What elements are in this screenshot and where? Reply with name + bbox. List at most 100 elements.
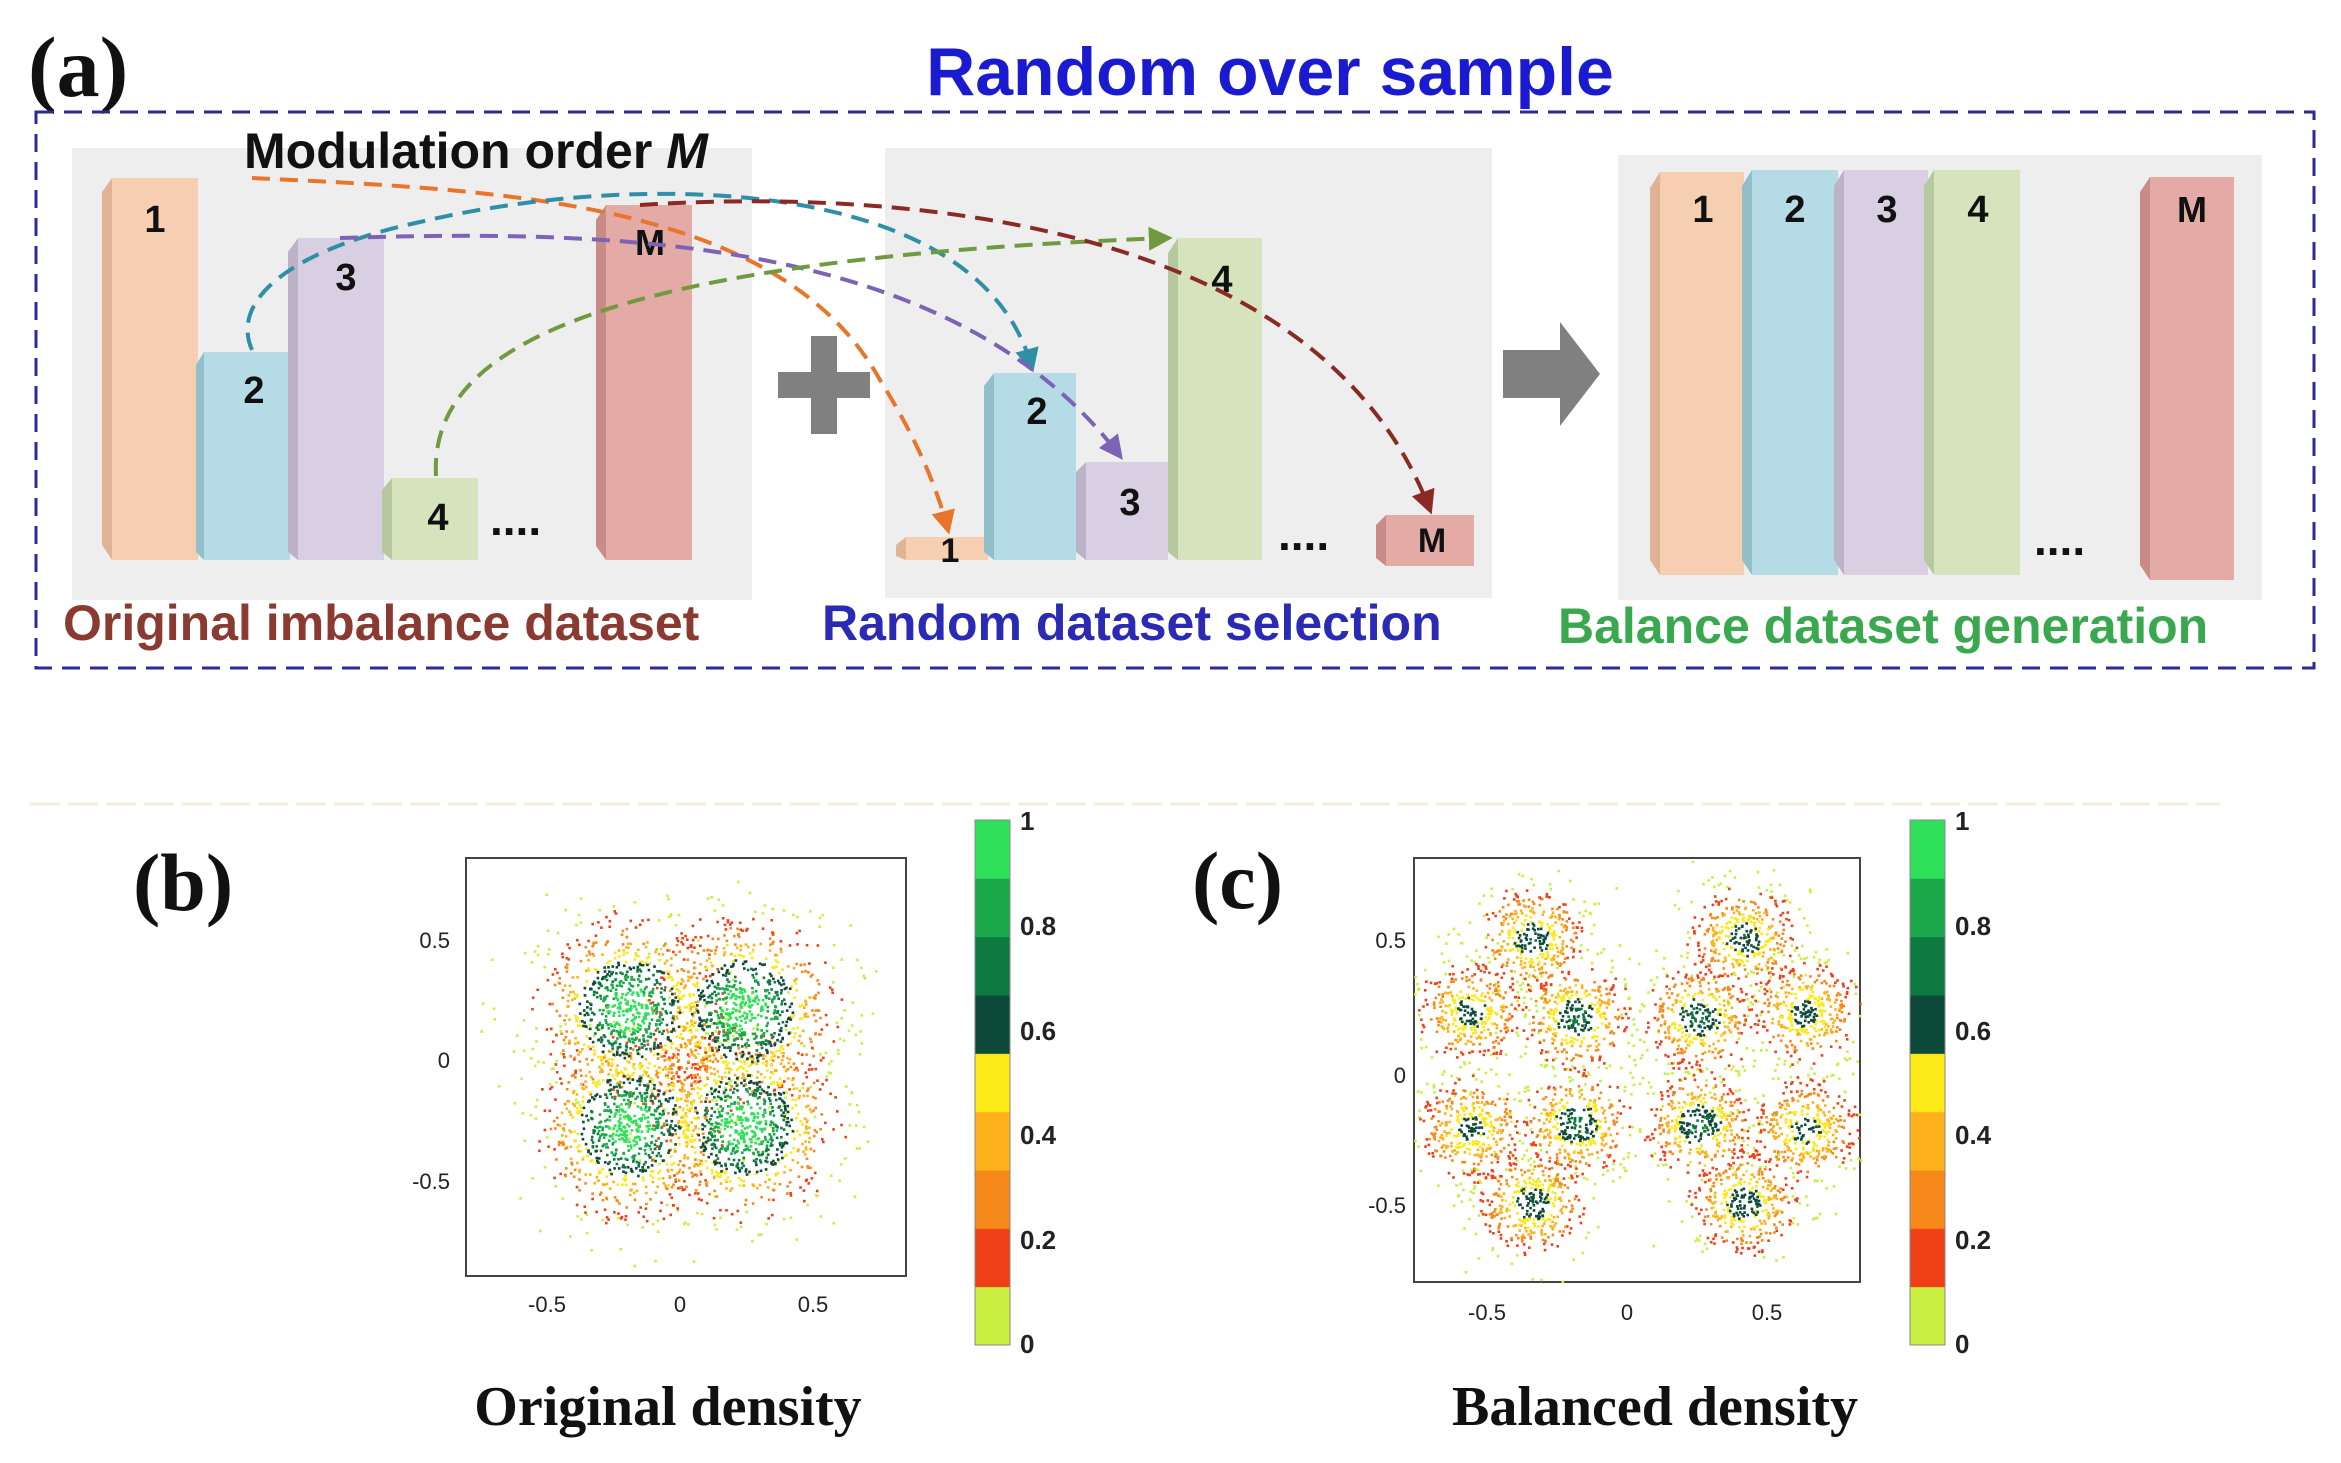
scatter-point [738, 1118, 741, 1122]
scatter-point [1805, 956, 1809, 960]
scatter-point [617, 1105, 621, 1108]
scatter-point [769, 1102, 773, 1106]
scatter-point [798, 1089, 802, 1093]
scatter-point [1785, 899, 1789, 902]
scatter-point [676, 969, 679, 973]
scatter-point [674, 1104, 677, 1107]
scatter-point [619, 1113, 622, 1117]
scatter-point [636, 1079, 639, 1083]
scatter-point [1484, 1071, 1488, 1075]
scatter-point [604, 1093, 608, 1097]
scatter-point [693, 1146, 696, 1149]
scatter-point [634, 1119, 637, 1123]
scatter-point [1630, 1093, 1633, 1096]
scatter-point [636, 1011, 639, 1014]
scatter-point [1818, 1083, 1822, 1087]
scatter-point [1416, 1090, 1420, 1093]
scatter-point [588, 1092, 591, 1095]
scatter-point [788, 1005, 792, 1009]
scatter-point [651, 1009, 654, 1012]
scatter-point [553, 1176, 556, 1180]
scatter-point [647, 1166, 650, 1169]
scatter-point [1733, 973, 1737, 977]
scatter-point [699, 1065, 702, 1069]
scatter-point [1608, 1085, 1612, 1089]
scatter-point [617, 1212, 620, 1215]
scatter-point [597, 986, 601, 990]
scatter-point [760, 1035, 763, 1038]
scatter-point [1527, 983, 1530, 987]
scatter-point [770, 1082, 773, 1085]
scatter-point [574, 1098, 578, 1101]
scatter-point [776, 1158, 780, 1161]
scatter-point [615, 1022, 618, 1026]
scatter-point [1723, 874, 1727, 878]
scatter-point [1686, 931, 1690, 934]
random-selection-label: Random dataset selection [822, 595, 1442, 651]
scatter-point [824, 1121, 827, 1125]
scatter-point [722, 1061, 725, 1064]
scatter-point [632, 966, 636, 970]
scatter-point [601, 1126, 605, 1129]
scatter-point [698, 1138, 701, 1142]
scatter-point [725, 1118, 729, 1121]
scatter-point [700, 1061, 703, 1064]
scatter-point [660, 976, 663, 979]
scatter-point [665, 1028, 669, 1032]
scatter-point [819, 1127, 822, 1131]
scatter-point [1752, 1156, 1756, 1160]
scatter-point [1665, 985, 1668, 988]
scatter-point [1514, 892, 1517, 896]
scatter-point [756, 1054, 760, 1057]
scatter-point [832, 981, 835, 984]
scatter-point [1705, 1079, 1708, 1082]
scatter-point [565, 1107, 569, 1111]
scatter-point [1637, 962, 1641, 966]
scatter-point [741, 1105, 744, 1109]
scatter-point [1649, 1086, 1653, 1089]
scatter-point [1746, 1129, 1750, 1133]
scatter-point [1705, 1067, 1709, 1071]
scatter-point [653, 1083, 656, 1087]
scatter-point [1603, 1062, 1606, 1065]
scatter-point [807, 1131, 810, 1135]
scatter-point [725, 1121, 729, 1124]
scatter-point [738, 1168, 741, 1172]
scatter-point [1513, 970, 1517, 973]
scatter-point [632, 1092, 635, 1095]
scatter-point [558, 977, 561, 980]
scatter-point [1515, 1159, 1519, 1163]
scatter-point [779, 950, 783, 954]
scatter-point [755, 1138, 758, 1141]
scatter-point [1816, 1179, 1819, 1183]
scatter-point [1803, 957, 1806, 961]
scatter-point [769, 1112, 772, 1116]
scatter-point [692, 1173, 696, 1177]
scatter-point [646, 941, 649, 944]
scatter-point [747, 1103, 750, 1106]
scatter-point [716, 1174, 719, 1178]
scatter-point [599, 994, 602, 998]
scatter-point [728, 1080, 731, 1084]
scatter-point [731, 1011, 735, 1015]
scatter-point [771, 965, 774, 969]
scatter-point [1567, 972, 1571, 976]
scatter-point [754, 990, 758, 993]
scatter-point [724, 1060, 727, 1063]
scatter-point [654, 1029, 658, 1032]
scatter-point [741, 1014, 744, 1018]
scatter-point [593, 1013, 596, 1016]
scatter-point [576, 975, 579, 979]
scatter-point [656, 1044, 660, 1047]
scatter-point [622, 1177, 625, 1181]
scatter-point [676, 939, 680, 943]
scatter-point [742, 1074, 745, 1077]
scatter-point [734, 1022, 737, 1026]
scatter-point [1610, 970, 1613, 974]
scatter-point [582, 1106, 586, 1110]
scatter-point [626, 1017, 629, 1021]
scatter-point [764, 1149, 768, 1153]
scatter-point [713, 1195, 717, 1199]
scatter-point [587, 1013, 590, 1016]
scatter-point [597, 1028, 600, 1031]
